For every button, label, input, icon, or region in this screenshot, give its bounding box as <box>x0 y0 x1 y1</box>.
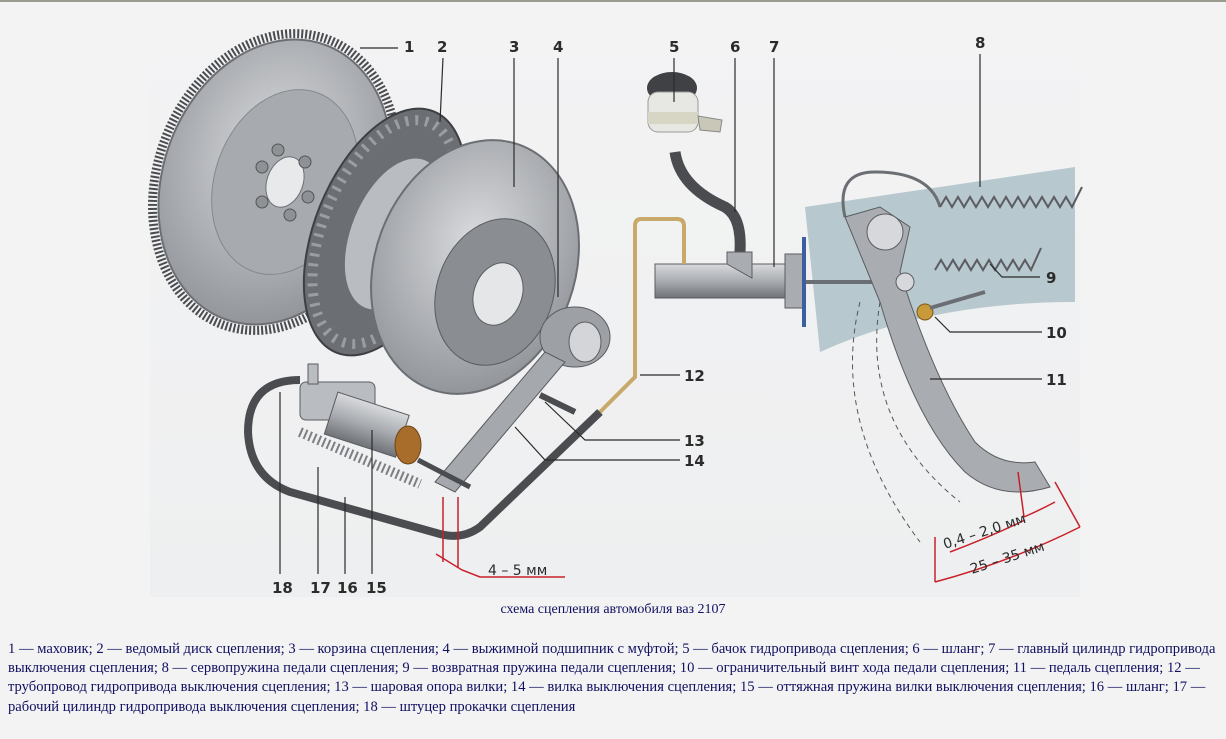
figure-legend: 1 — маховик; 2 — ведомый диск сцепления;… <box>8 641 1216 715</box>
callout-4: 4 <box>553 38 563 56</box>
callout-12: 12 <box>684 367 705 385</box>
hose <box>243 376 603 540</box>
dimension-lines <box>435 471 1081 583</box>
callout-11: 11 <box>1046 371 1067 389</box>
callout-1: 1 <box>404 38 414 56</box>
clutch-pedal <box>844 206 1051 543</box>
callout-9: 9 <box>1046 269 1056 287</box>
callout-8: 8 <box>975 34 985 52</box>
brass-pipe <box>598 217 686 414</box>
callout-2: 2 <box>437 38 447 56</box>
figure-caption: схема сцепления автомобиля ваз 2107 <box>500 602 726 617</box>
callout-6: 6 <box>730 38 740 56</box>
callout-14: 14 <box>684 452 705 470</box>
callout-7: 7 <box>769 38 779 56</box>
master-cylinder-assembly <box>647 72 900 327</box>
clutch-diagram: 4 – 5 мм 0,4 – 2,0 мм 25 – 35 мм 1 2 3 4… <box>0 2 1226 600</box>
clutch-basket <box>370 139 580 395</box>
callout-16: 16 <box>337 579 358 597</box>
dimension-label-fork-freeplay: 4 – 5 мм <box>488 563 547 579</box>
callout-5: 5 <box>669 38 679 56</box>
callout-15: 15 <box>366 579 387 597</box>
slave-cylinder-assembly <box>298 363 472 490</box>
callout-17: 17 <box>310 579 331 597</box>
top-border <box>0 0 1226 2</box>
callout-3: 3 <box>509 38 519 56</box>
callout-13: 13 <box>684 432 705 450</box>
pedal-springs <box>841 170 1083 273</box>
callout-18: 18 <box>272 579 293 597</box>
callout-10: 10 <box>1046 324 1067 342</box>
leader-lines <box>279 47 1042 574</box>
release-bearing-and-fork <box>434 306 611 493</box>
